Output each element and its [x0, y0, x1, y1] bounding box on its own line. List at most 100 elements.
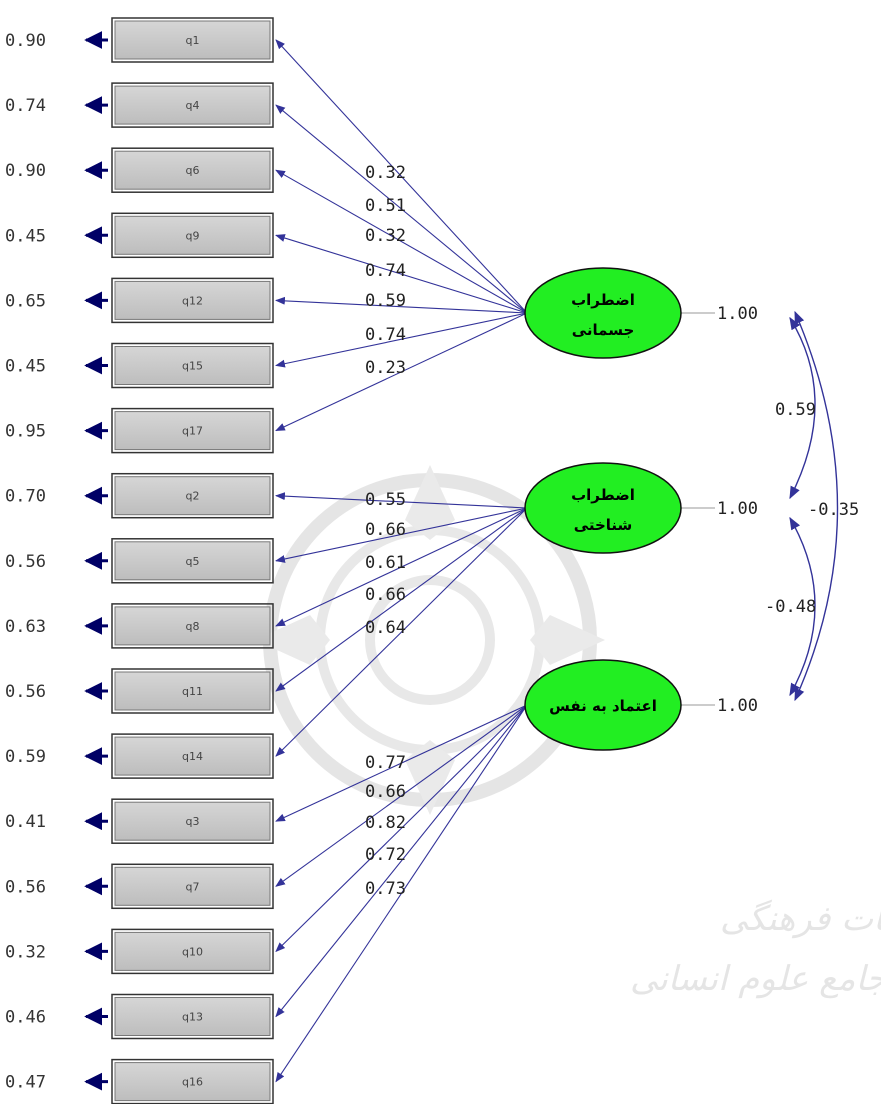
latent-factor: اضطراب جسمانی: [524, 267, 682, 359]
loading-arrow: [275, 169, 528, 314]
indicator-box: q3: [111, 798, 274, 844]
indicator-label: q8: [186, 620, 200, 633]
error-variance: 0.46: [5, 1008, 46, 1028]
loading-value: 0.55: [365, 490, 406, 510]
loading-arrow: [275, 312, 528, 368]
factor-name-line1: اضطراب: [571, 291, 635, 309]
indicator-box: q4: [111, 82, 274, 128]
indicator-label: q17: [182, 425, 203, 438]
loading-arrow: [275, 492, 528, 509]
factor-name-line2: جسمانی: [572, 321, 635, 339]
indicator-box: q17: [111, 407, 274, 454]
error-variance: 0.45: [5, 226, 46, 246]
error-variance: 0.45: [5, 357, 46, 377]
indicator-label: q9: [186, 229, 200, 242]
indicator-box: q6: [111, 147, 274, 193]
loading-value: 0.59: [365, 291, 406, 311]
loading-arrow: [275, 704, 528, 1018]
indicator-box: q10: [111, 928, 274, 975]
factor-variance: 1.00: [717, 304, 758, 324]
indicator-label: q7: [186, 880, 200, 893]
correlation-value: 0.59: [775, 400, 816, 420]
loading-value: 0.66: [365, 585, 406, 605]
latent-factor: اعتماد به نفس: [524, 659, 682, 751]
error-variance: 0.59: [5, 747, 46, 767]
correlation-value: -0.35: [808, 500, 859, 520]
indicator-box: q5: [111, 538, 274, 584]
loading-arrow: [275, 234, 528, 314]
factor-variance: 1.00: [717, 499, 758, 519]
watermark-line1: پژوهشگاه علوم انسانی و مطالعات فرهنگی: [720, 899, 881, 939]
factor-variance: 1.00: [717, 696, 758, 716]
loading-value: 0.32: [365, 163, 406, 183]
indicator-label: q11: [182, 685, 203, 698]
error-variance: 0.90: [5, 161, 46, 181]
indicator-box: q7: [111, 863, 274, 910]
edge-layer: [84, 31, 839, 1091]
loading-value: 0.64: [365, 618, 406, 638]
loading-arrow: [275, 507, 528, 563]
indicator-box: q1: [111, 17, 274, 63]
latent-factor: اضطراب شناختی: [524, 462, 682, 554]
loading-arrow: [275, 507, 528, 692]
error-variance: 0.56: [5, 552, 46, 572]
error-variance: 0.70: [5, 487, 46, 507]
loading-value: 0.66: [365, 782, 406, 802]
watermark-line2: پرتال جامع علوم انسانی: [630, 959, 881, 999]
loading-value: 0.74: [365, 261, 406, 281]
indicator-box: q11: [111, 668, 274, 714]
error-variance: 0.74: [5, 96, 46, 116]
loading-arrow: [275, 507, 528, 757]
loading-arrow: [275, 704, 528, 1083]
indicator-box: q2: [111, 472, 274, 519]
factor-name-line1: اضطراب: [571, 486, 635, 504]
factor-name-line1: اعتماد به نفس: [549, 697, 657, 715]
indicator-label: q12: [182, 294, 203, 307]
loading-arrow: [275, 104, 528, 314]
loading-arrow: [275, 704, 528, 953]
loading-arrow: [275, 704, 528, 887]
error-variance: 0.32: [5, 942, 46, 962]
factor-name-line2: شناختی: [574, 516, 633, 534]
error-variance: 0.56: [5, 682, 46, 702]
correlation-arrow: [794, 310, 839, 702]
loading-arrow: [275, 39, 528, 314]
error-variance: 0.41: [5, 812, 46, 832]
loading-value: 0.72: [365, 845, 406, 865]
indicator-label: q5: [186, 555, 200, 568]
error-variance: 0.90: [5, 31, 46, 51]
indicator-label: q16: [182, 1076, 203, 1089]
indicator-label: q10: [182, 945, 203, 958]
loading-arrow: [275, 312, 528, 432]
loading-value: 0.51: [365, 196, 406, 216]
error-variance: 0.47: [5, 1073, 46, 1093]
indicator-box: q14: [111, 733, 274, 779]
loading-value: 0.32: [365, 226, 406, 246]
indicator-label: q3: [186, 815, 200, 828]
error-variance: 0.95: [5, 422, 46, 442]
indicator-box: q16: [111, 1058, 274, 1104]
correlation-value: -0.48: [765, 597, 816, 617]
indicator-label: q6: [186, 164, 200, 177]
indicator-label: q13: [182, 1011, 203, 1024]
indicator-box: q8: [111, 603, 274, 649]
error-variance: 0.63: [5, 617, 46, 637]
loading-value: 0.23: [365, 358, 406, 378]
error-variance: 0.56: [5, 877, 46, 897]
loading-value: 0.77: [365, 753, 406, 773]
indicator-label: q14: [182, 750, 203, 763]
loading-arrow: [275, 507, 528, 627]
node-layer: q1 0.90 q4 0.74 q6 0.90 q9 0.45 q12 0.65 q15 0.45 q1…: [5, 17, 859, 1104]
loading-value: 0.73: [365, 879, 406, 899]
loading-value: 0.61: [365, 553, 406, 573]
indicator-box: q13: [111, 993, 274, 1040]
indicator-box: q12: [111, 277, 274, 324]
error-variance: 0.65: [5, 291, 46, 311]
indicator-label: q15: [182, 360, 203, 373]
loading-arrow: [275, 704, 528, 822]
loading-value: 0.66: [365, 520, 406, 540]
indicator-box: q15: [111, 342, 274, 389]
indicator-box: q9: [111, 212, 274, 259]
indicator-label: q4: [186, 99, 200, 112]
